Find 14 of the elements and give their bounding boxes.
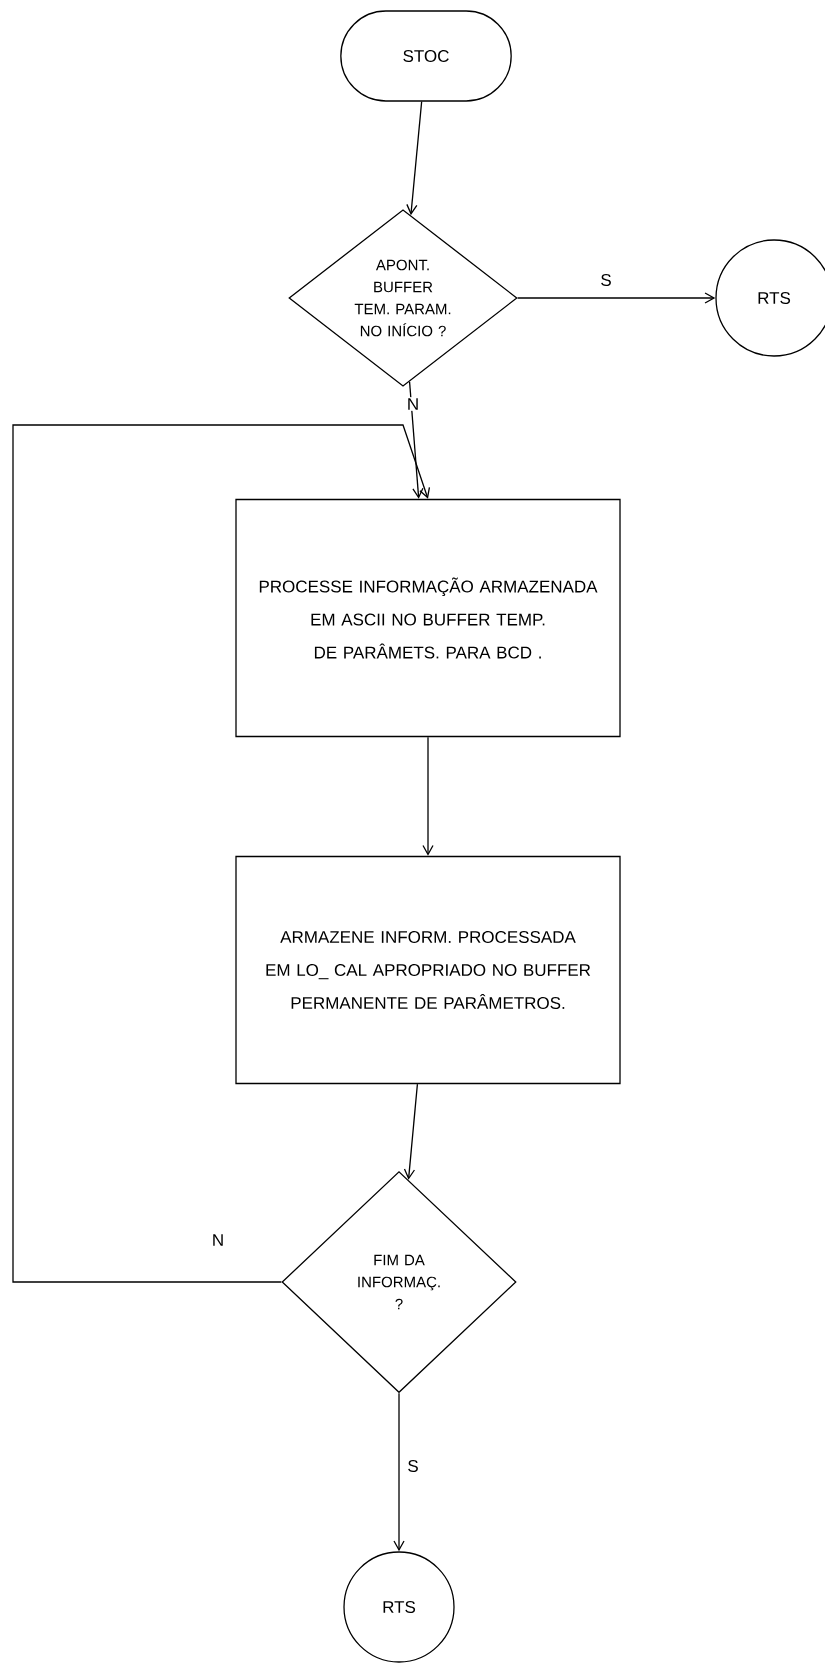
edge-label: S	[406, 1459, 420, 1474]
edge-label: S	[599, 273, 613, 287]
terminal-box: STOC	[340, 10, 512, 102]
arrow	[12, 424, 431, 1283]
process-box: PROCESSE INFORMAÇÃO ARMAZENADA EM ASCII NO BUFFER TEMP. DE PARÂMETS. PARA BCD .	[235, 498, 621, 738]
arrow	[408, 381, 424, 499]
arrow	[406, 101, 423, 216]
edge-label: N	[210, 1233, 226, 1247]
process-box: ARMAZENE INFORM. PROCESSADA EM LO_ CAL APROPRIADO NO BUFFER PERMANENTE DE PARÂMETROS.	[235, 855, 621, 1085]
edge-label: N	[405, 397, 421, 411]
arrow	[393, 1392, 405, 1552]
arrow	[422, 736, 434, 856]
arrow	[403, 1083, 419, 1180]
arrow	[517, 292, 716, 304]
